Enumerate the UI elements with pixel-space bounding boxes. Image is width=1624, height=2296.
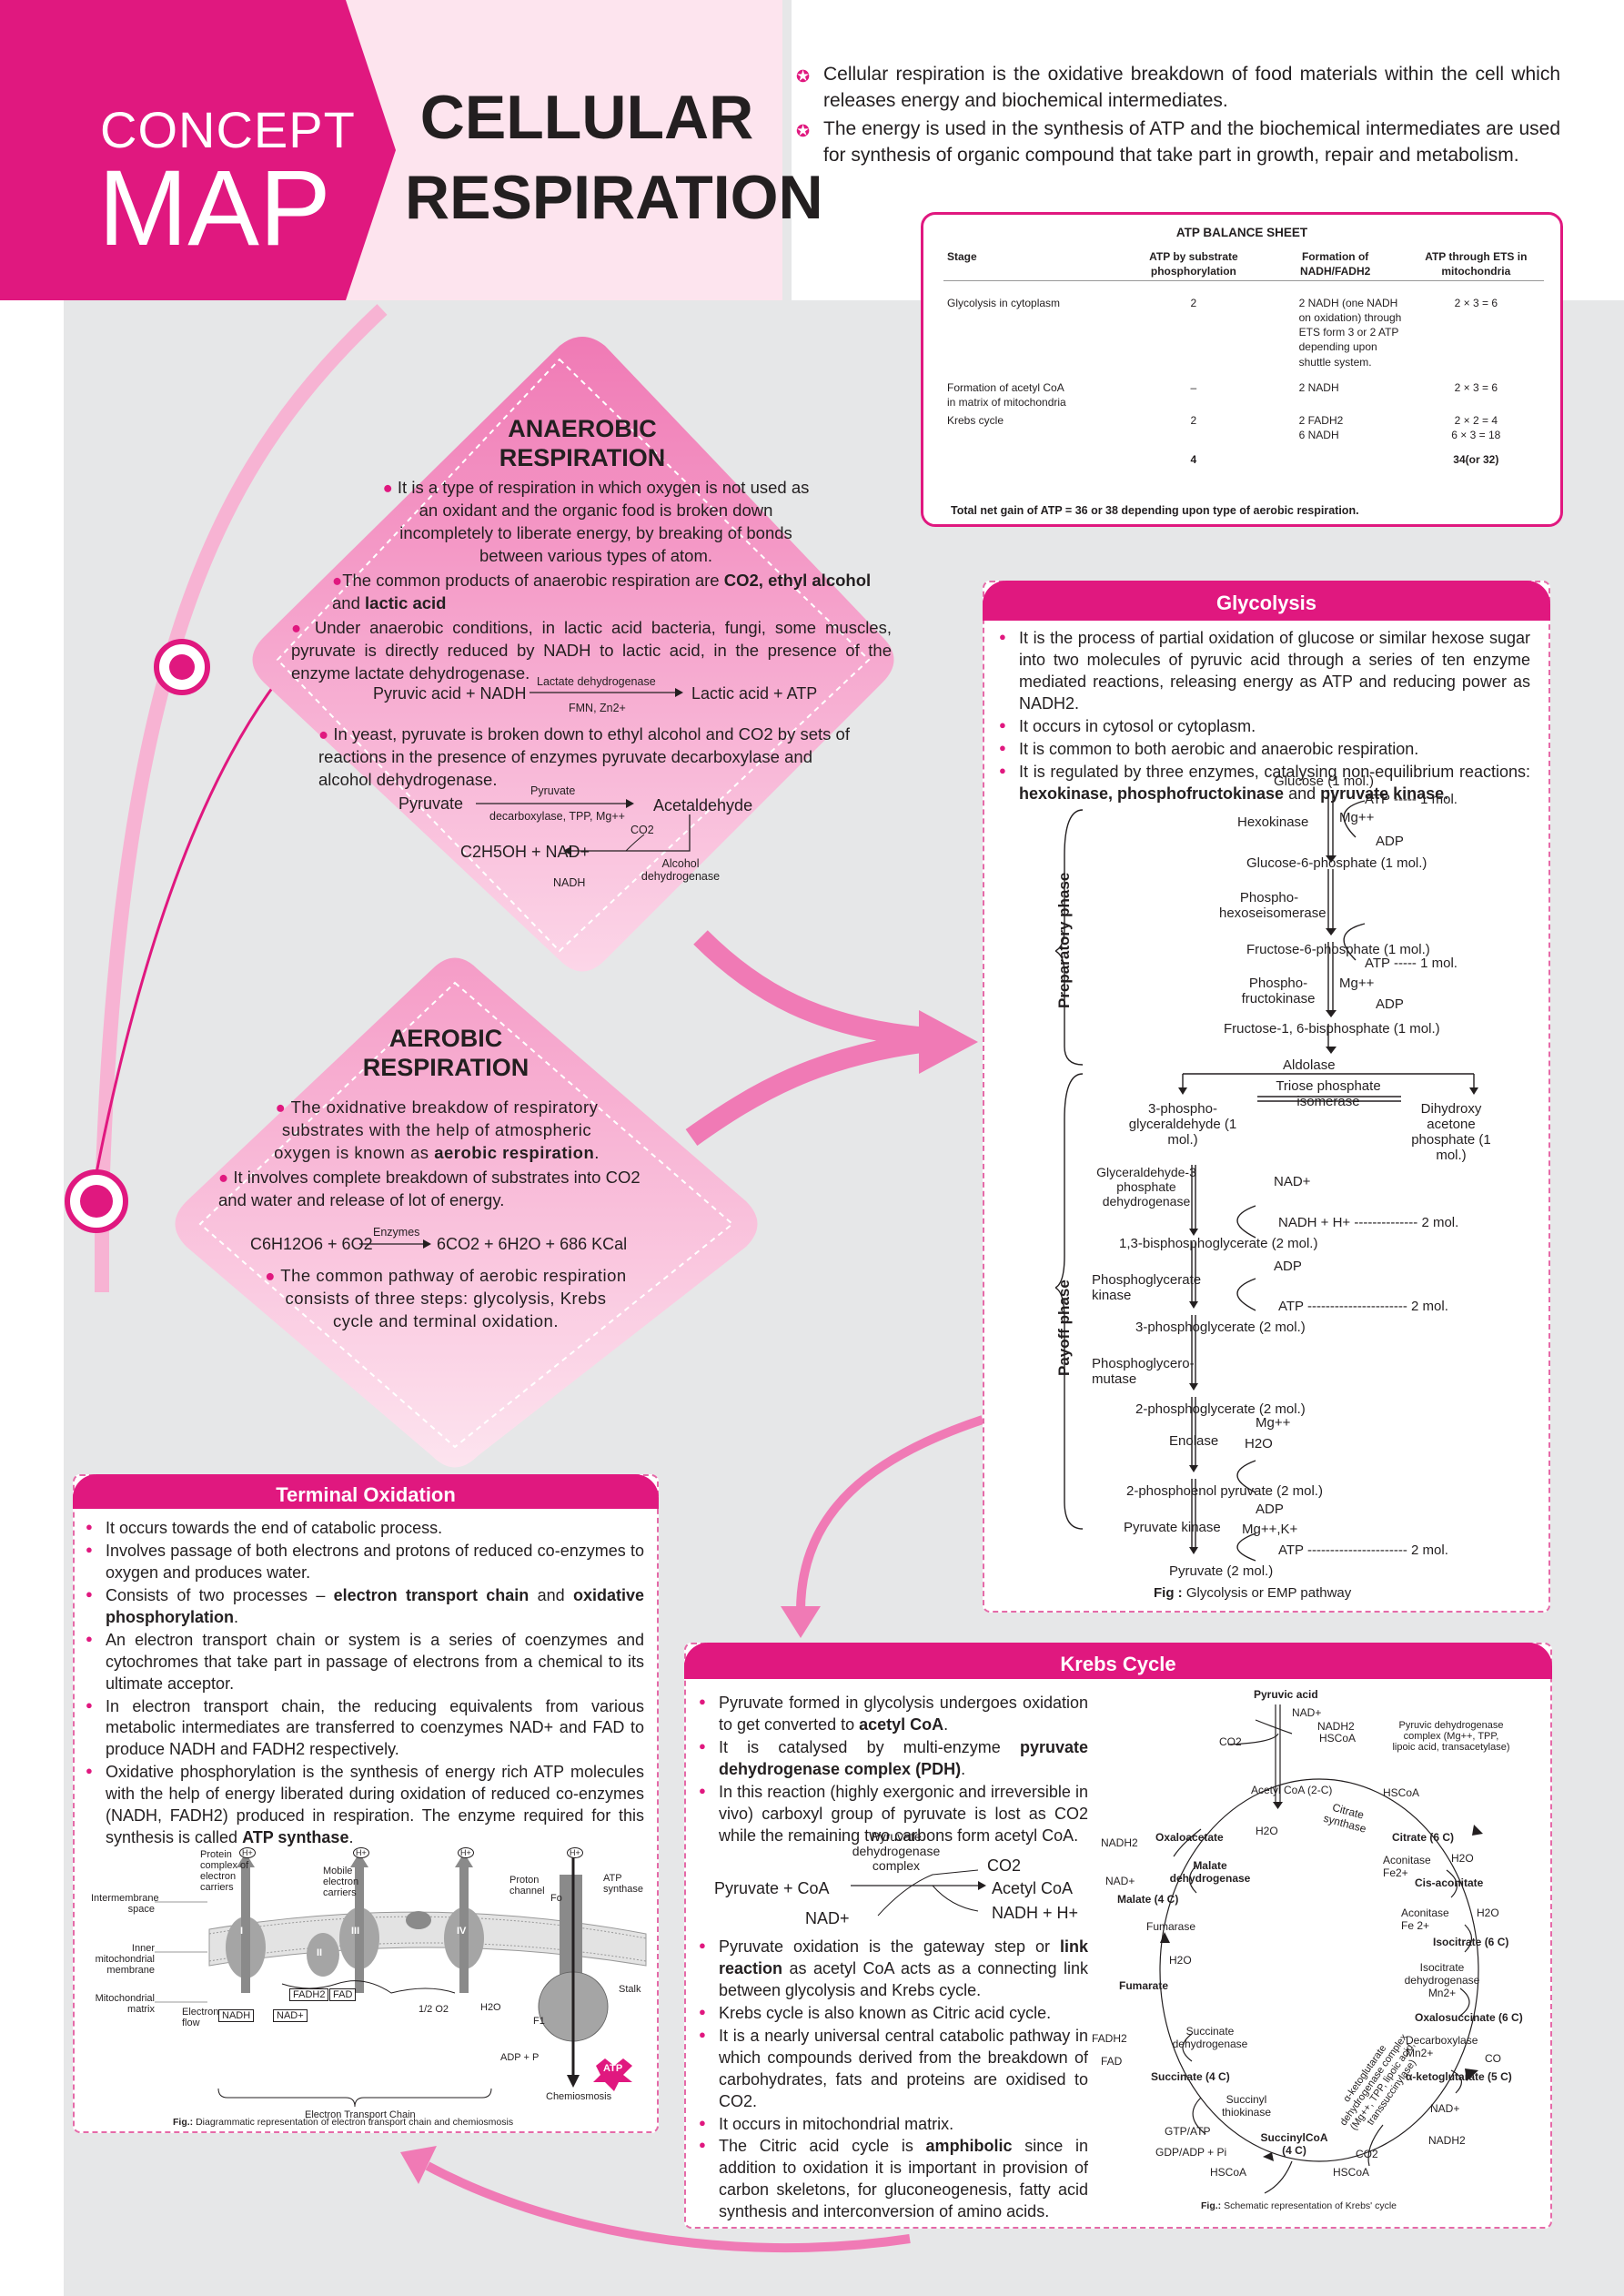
- anaerobic-title: ANAEROBIC RESPIRATION: [499, 415, 666, 472]
- intro-point-2: ✪The energy is used in the synthesis of …: [796, 117, 1560, 166]
- list-item: The Citric acid cycle is amphibolic sinc…: [699, 2136, 1088, 2223]
- left-arc: [95, 304, 388, 1202]
- anaerobic-point-3: ● Under anaerobic conditions, in lactic …: [291, 617, 892, 683]
- reaction-arrow-icon: [851, 1869, 986, 1917]
- atp-table: Stage ATP by substrate phosphorylation F…: [943, 248, 1544, 469]
- list-item: It occurs in cytosol or cytoplasm.: [999, 716, 1530, 738]
- atp-table-row: Krebs cycle 2 2 FADH2 6 NADH 2 × 2 = 4 6…: [947, 414, 1501, 442]
- preparatory-phase-label: Preparatory phase: [1055, 872, 1073, 1008]
- payoff-phase-label: Payoff phase: [1055, 1279, 1073, 1376]
- intro-point-1: ✪Cellular respiration is the oxidative b…: [796, 64, 1560, 111]
- aerobic-content: ● The oxidnative breakdow of respiratory…: [209, 1097, 664, 1212]
- krebs-cycle-title: Krebs Cycle: [684, 1643, 1552, 1679]
- etc-caption: Fig.: Diagrammatic representation of ele…: [173, 2117, 514, 2128]
- page-title: CELLULAR RESPIRATION: [405, 77, 823, 238]
- arrow-head-glycolysis: [919, 1010, 978, 1074]
- star-bullet-icon: ✪: [796, 67, 811, 86]
- list-item: Oxidative phosphorylation is the synthes…: [86, 1762, 644, 1849]
- list-item: It is common to both aerobic and anaerob…: [999, 739, 1530, 761]
- krebs-points-top: Pyruvate formed in glycolysis undergoes …: [699, 1693, 1088, 1848]
- anaerobic-point-4: ● In yeast, pyruvate is broken down to e…: [318, 724, 850, 789]
- atp-sheet-total: Total net gain of ATP = 36 or 38 dependi…: [951, 504, 1359, 517]
- list-item: It is regulated by three enzymes, cataly…: [999, 762, 1530, 805]
- reaction-arrow-icon: [359, 1239, 431, 1249]
- list-item: It is a nearly universal central catabol…: [699, 2026, 1088, 2113]
- atp-table-row: Formation of acetyl CoA in matrix of mit…: [947, 380, 1498, 409]
- star-bullet-icon: ✪: [796, 121, 811, 140]
- atp-sheet-title: ATP BALANCE SHEET: [1175, 226, 1308, 239]
- etc-diagram: Intermembrane space Inner mitochondrial …: [82, 1847, 655, 2120]
- list-item: Pyruvate oxidation is the gateway step o…: [699, 1937, 1088, 2002]
- concept-map-badge: [0, 0, 396, 300]
- glycolysis-title: Glycolysis: [983, 581, 1550, 621]
- map-label: MAP: [98, 148, 331, 268]
- list-item: In this reaction (highly exergonic and i…: [699, 1782, 1088, 1847]
- list-item: It is catalysed by multi-enzyme pyruvate…: [699, 1737, 1088, 1781]
- header-divider: [782, 0, 792, 2296]
- anaerobic-point-1: ● It is a type of respiration in which o…: [382, 478, 810, 565]
- aerobic-point-3: ● The common pathway of aerobic respirat…: [265, 1266, 627, 1330]
- reaction-arrow-icon: [476, 799, 634, 808]
- krebs-points-bottom: Pyruvate oxidation is the gateway step o…: [699, 1937, 1088, 2224]
- title-line-2: RESPIRATION: [405, 163, 823, 233]
- aerobic-title: AEROBIC RESPIRATION: [362, 1025, 530, 1082]
- list-item: Consists of two processes – electron tra…: [86, 1585, 644, 1629]
- list-item: It occurs in mitochondrial matrix.: [699, 2114, 1088, 2136]
- atp-balance-sheet: ATP BALANCE SHEET Stage ATP by substrate…: [921, 212, 1563, 527]
- pdh-equation: Pyruvate dehydrogenase complex Pyruvate …: [714, 1829, 1079, 1927]
- title-line-1: CELLULAR: [419, 83, 754, 152]
- aerobic-diamond: [175, 957, 758, 1468]
- terminal-oxidation-panel: Terminal Oxidation It occurs towards the…: [73, 1474, 659, 2133]
- list-item: Pyruvate formed in glycolysis undergoes …: [699, 1693, 1088, 1736]
- krebs-caption: Fig.: Schematic representation of Krebs'…: [1201, 2200, 1397, 2211]
- concept-label: CONCEPT: [100, 101, 356, 158]
- aerobic-point-2: ● It involves complete breakdown of subs…: [218, 1167, 641, 1209]
- anaerobic-content: ● It is a type of respiration in which o…: [291, 477, 892, 685]
- lactic-acid-equation: Pyruvic acid + NADH Lactate dehydrogenas…: [373, 675, 818, 714]
- anaerobic-diamond: [252, 337, 894, 972]
- glycolysis-points: It is the process of partial oxidation o…: [984, 621, 1548, 805]
- list-item: An electron transport chain or system is…: [86, 1630, 644, 1695]
- terminal-oxidation-title: Terminal Oxidation: [73, 1474, 659, 1509]
- list-item: In electron transport chain, the reducin…: [86, 1696, 644, 1762]
- aerobic-point-1: ● The oxidnative breakdow of respiratory…: [274, 1097, 600, 1162]
- intro-text: ✪Cellular respiration is the oxidative b…: [796, 62, 1560, 171]
- list-item: Krebs cycle is also known as Citric acid…: [699, 2003, 1088, 2025]
- glycolysis-pathway: Glucose (1 mol.) ATP ----- 1 mol. Hexoki…: [1055, 774, 1547, 1611]
- atp-table-header: Stage ATP by substrate phosphorylation F…: [947, 250, 1528, 278]
- aerobic-equation: C6H12O6 + 6O2 Enzymes 6CO2 + 6H2O + 686 …: [250, 1226, 628, 1253]
- anaerobic-point-2: ●The common products of anaerobic respir…: [332, 570, 872, 612]
- atp-table-total-row: 4 34(or 32): [1190, 452, 1499, 466]
- krebs-cycle-diagram: Pyruvic acid NAD+ NADH2 HSCoA CO2 Pyruvi…: [1092, 1688, 1547, 2225]
- yeast-fermentation-equation: Pyruvate Pyruvate decarboxylase, TPP, Mg…: [398, 784, 753, 889]
- reaction-arrow-icon: [530, 688, 683, 697]
- list-item: Involves passage of both electrons and p…: [86, 1541, 644, 1584]
- list-item: It occurs towards the end of catabolic p…: [86, 1518, 644, 1540]
- atp-table-row: Glycolysis in cytoplasm 2 2 NADH (one NA…: [947, 296, 1498, 369]
- list-item: It is the process of partial oxidation o…: [999, 628, 1530, 715]
- glycolysis-caption: Fig : Glycolysis or EMP pathway: [1154, 1585, 1352, 1601]
- terminal-points: It occurs towards the end of catabolic p…: [75, 1509, 657, 1849]
